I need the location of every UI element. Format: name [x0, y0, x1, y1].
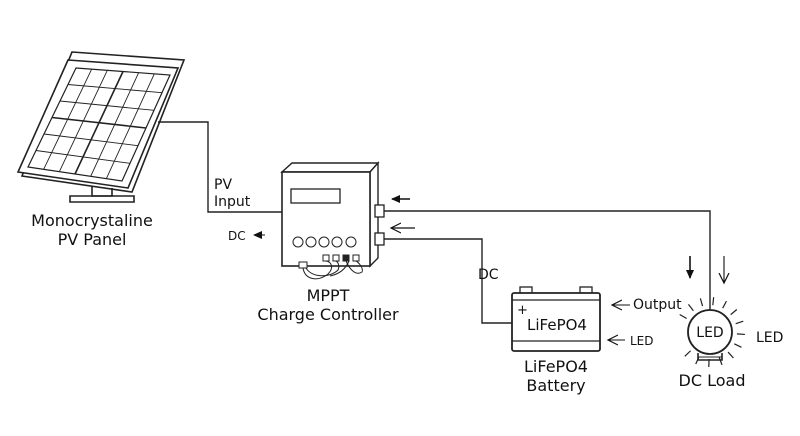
led-arrow-label: LED [630, 334, 654, 348]
led-ray [735, 320, 744, 325]
dc-load-label: DC Load [679, 371, 746, 390]
led-ray [736, 333, 745, 336]
led-ray [734, 343, 742, 348]
pv-input-label-1: PV [214, 177, 232, 193]
led-rays [679, 297, 745, 367]
led-side-label: LED [756, 330, 783, 346]
pv-panel-label-1: Monocrystaline [31, 211, 153, 230]
mppt-controller [280, 161, 385, 280]
wire-controller-to-load [384, 210, 711, 312]
led-bulb-label: LED [696, 325, 723, 341]
wire-pv-to-controller [158, 121, 282, 213]
pv-input-label-2: Input [214, 194, 251, 210]
led-ray [727, 351, 734, 359]
led-bulb: LED [679, 297, 745, 367]
controller-buttons [292, 236, 357, 248]
led-ray [712, 297, 715, 306]
controller-terminal-load [374, 204, 385, 218]
led-ray [687, 304, 694, 312]
pv-cell-grid [35, 68, 163, 179]
battery-plus-sign: + [517, 303, 528, 318]
dc-left-label: DC [228, 229, 246, 243]
led-ray [695, 356, 700, 365]
led-ray [718, 357, 723, 366]
led-ray [679, 313, 687, 320]
battery-label-2: Battery [526, 376, 585, 395]
wire-controller-to-battery [384, 238, 512, 324]
led-ray [730, 309, 738, 316]
controller-display [290, 188, 341, 204]
controller-label-2: Charge Controller [257, 305, 399, 324]
output-label: Output [633, 297, 682, 313]
dc-battery-label: DC [478, 267, 499, 283]
controller-terminal-battery [374, 232, 385, 246]
controller-label-1: MPPT [307, 286, 350, 305]
lifepo4-battery: + LiFePO4 [511, 286, 601, 352]
led-ray [699, 298, 704, 307]
led-ray [684, 350, 691, 357]
battery-label-1: LiFePO4 [524, 357, 588, 376]
pv-panel-label-2: PV Panel [58, 230, 127, 249]
pv-panel [16, 51, 186, 203]
battery-face-label: LiFePO4 [527, 316, 587, 334]
controller-bottom-wires [298, 254, 363, 280]
led-ray [722, 300, 727, 309]
